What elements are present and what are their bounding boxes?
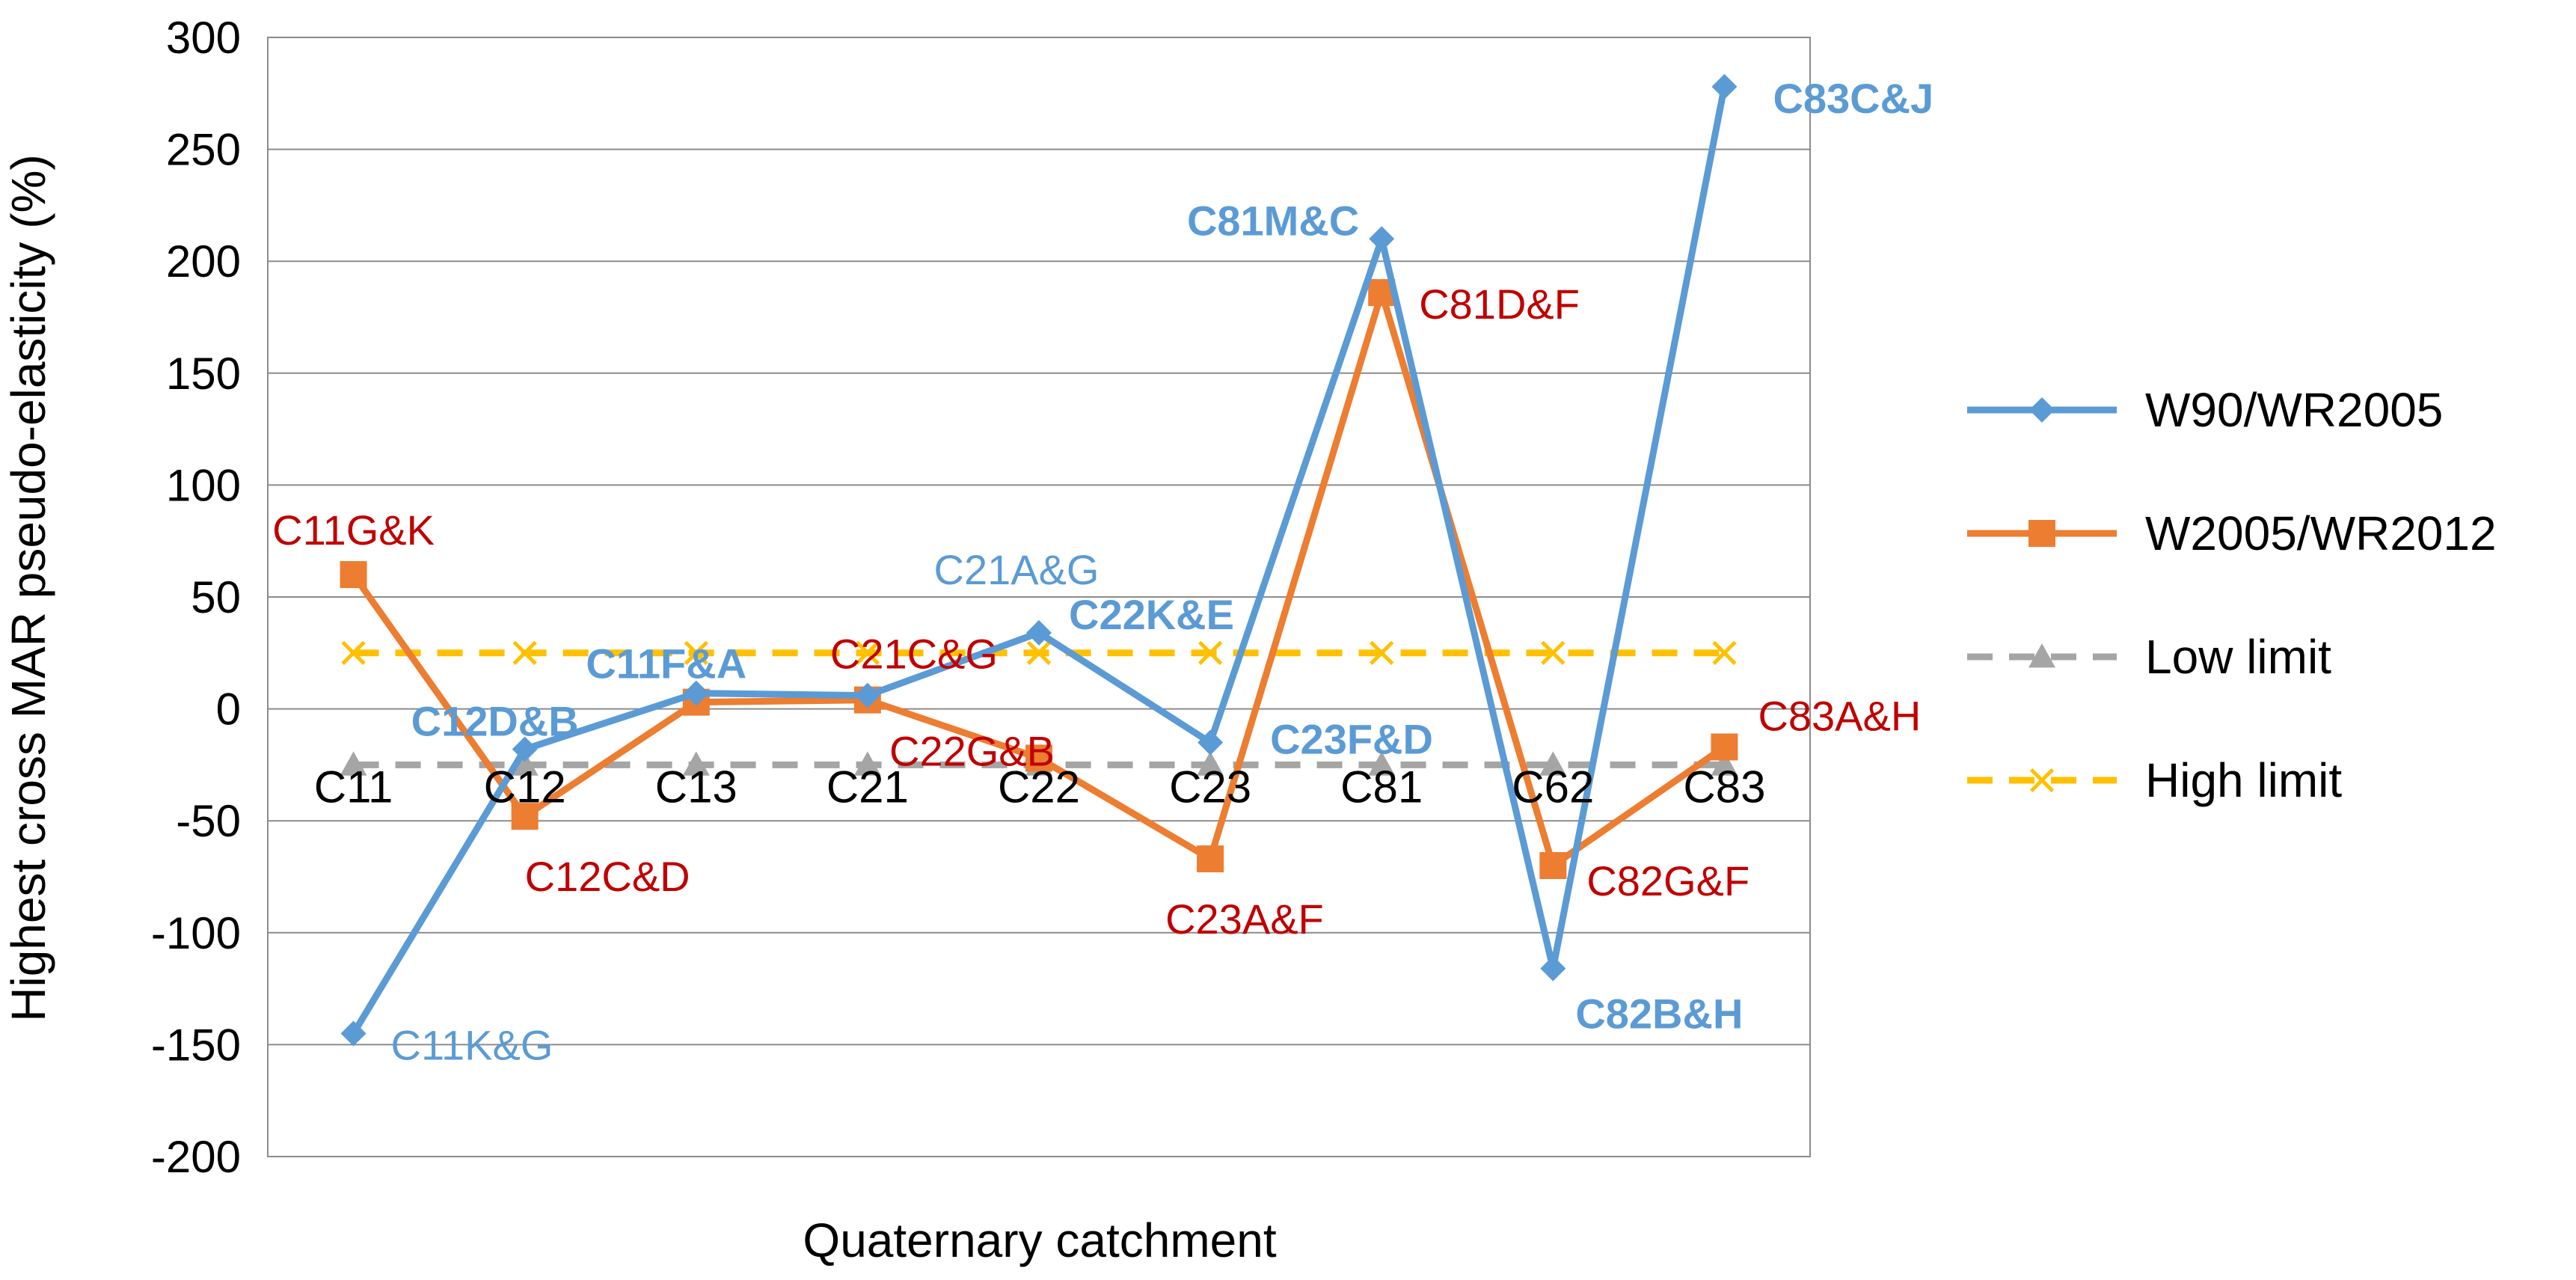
data-point [1197,640,1223,665]
legend-item: W90/WR2005 [1967,383,2443,437]
data-label: C11K&G [391,1021,553,1068]
data-point [682,751,710,776]
data-point [1541,640,1565,665]
plot-area [267,37,1811,1157]
data-point [340,751,367,776]
legend-marker [2028,643,2055,668]
data-label: C11F&A [586,640,746,688]
data-point [511,751,539,776]
data-point [341,640,366,665]
data-label: C82B&H [1575,990,1743,1038]
data-point [1026,619,1052,646]
gridlines [267,37,1811,1157]
x-tick-label: C22 [998,762,1080,812]
data-point [1368,751,1396,776]
legend-label: Low limit [2145,630,2331,684]
series-3 [341,640,1737,665]
data-point [512,640,537,665]
x-tick-label: C13 [655,762,737,812]
legend-marker [2028,520,2055,547]
data-point [1539,751,1567,776]
y-tick-label: -150 [151,1020,241,1070]
data-point [1712,640,1737,665]
legend-label: High limit [2145,753,2342,807]
data-label: C83A&H [1758,692,1921,739]
y-tick-label: 150 [166,349,241,399]
series-lines [340,73,1738,1047]
x-tick-label: C23 [1169,762,1251,812]
data-labels: C11G&K C11K&G C12D&B C12C&D C11F&A C21C&G C21A… [272,75,1933,1069]
data-label: C21A&G [934,546,1100,593]
data-label: C23F&D [1270,715,1433,762]
legend-label: W2005/WR2012 [2145,506,2497,560]
data-point [1197,751,1224,776]
data-label: C23A&F [1165,895,1324,943]
data-label: C21C&G [830,631,998,678]
data-label: C22K&E [1069,591,1234,638]
data-point [1369,226,1395,252]
legend-item: Low limit [1967,630,2331,684]
y-axis-title: Highest cross MAR pseudo-elasticity (%) [1,154,55,1021]
data-point [1370,640,1394,665]
data-label: C12D&B [411,697,579,744]
data-point [1711,73,1738,99]
x-tick-label: C62 [1512,762,1594,812]
legend-marker [2029,397,2055,423]
series-0 [340,73,1738,1047]
data-label: C12C&D [525,853,690,900]
data-label: C82G&F [1586,857,1749,904]
data-point [1197,729,1224,756]
data-label: C81M&C [1187,197,1359,244]
data-point [1539,852,1567,880]
legend-marker [2029,768,2055,793]
data-point [340,561,367,589]
x-tick-label: C12 [484,762,566,812]
data-point [1197,845,1224,873]
data-point [512,736,538,762]
data-point [1711,733,1738,761]
x-axis-title: Quaternary catchment [803,1213,1276,1267]
y-tick-label: 0 [216,685,241,735]
x-axis-category-labels: C11 C12 C13 C21 C22 C23 C81 C62 C83 [314,762,1766,812]
x-tick-label: C83 [1683,762,1765,812]
data-label: C83C&J [1773,75,1933,122]
y-tick-label: 300 [166,13,241,63]
data-point [1540,955,1566,982]
data-point [1026,640,1052,665]
x-tick-label: C11 [314,762,393,812]
data-point [1711,751,1738,776]
x-tick-label: C21 [827,762,909,812]
y-tick-label: 250 [166,125,241,175]
y-tick-label: 100 [166,460,241,510]
data-label: C81D&F [1419,281,1580,328]
data-label: C11G&K [272,506,435,554]
data-point [854,682,880,708]
y-tick-label: 200 [166,236,241,287]
legend-item: High limit [1967,753,2342,807]
data-point [683,680,709,706]
data-point [684,640,708,665]
x-tick-label: C81 [1340,762,1423,812]
y-tick-label: -100 [151,908,241,958]
y-axis-tick-labels: -200 -150 -100 -50 0 50 100 150 200 250 300 [151,13,241,1182]
data-label: C22G&B [889,727,1055,774]
data-point [1025,744,1052,772]
y-tick-label: -200 [151,1132,241,1182]
data-point [853,751,881,776]
data-point [340,1020,367,1047]
legend-label: W90/WR2005 [2145,383,2443,437]
y-tick-label: -50 [176,796,241,846]
data-point [855,640,880,665]
y-tick-label: 50 [191,572,241,622]
legend-item: W2005/WR2012 [1967,506,2497,560]
data-point [511,803,539,830]
